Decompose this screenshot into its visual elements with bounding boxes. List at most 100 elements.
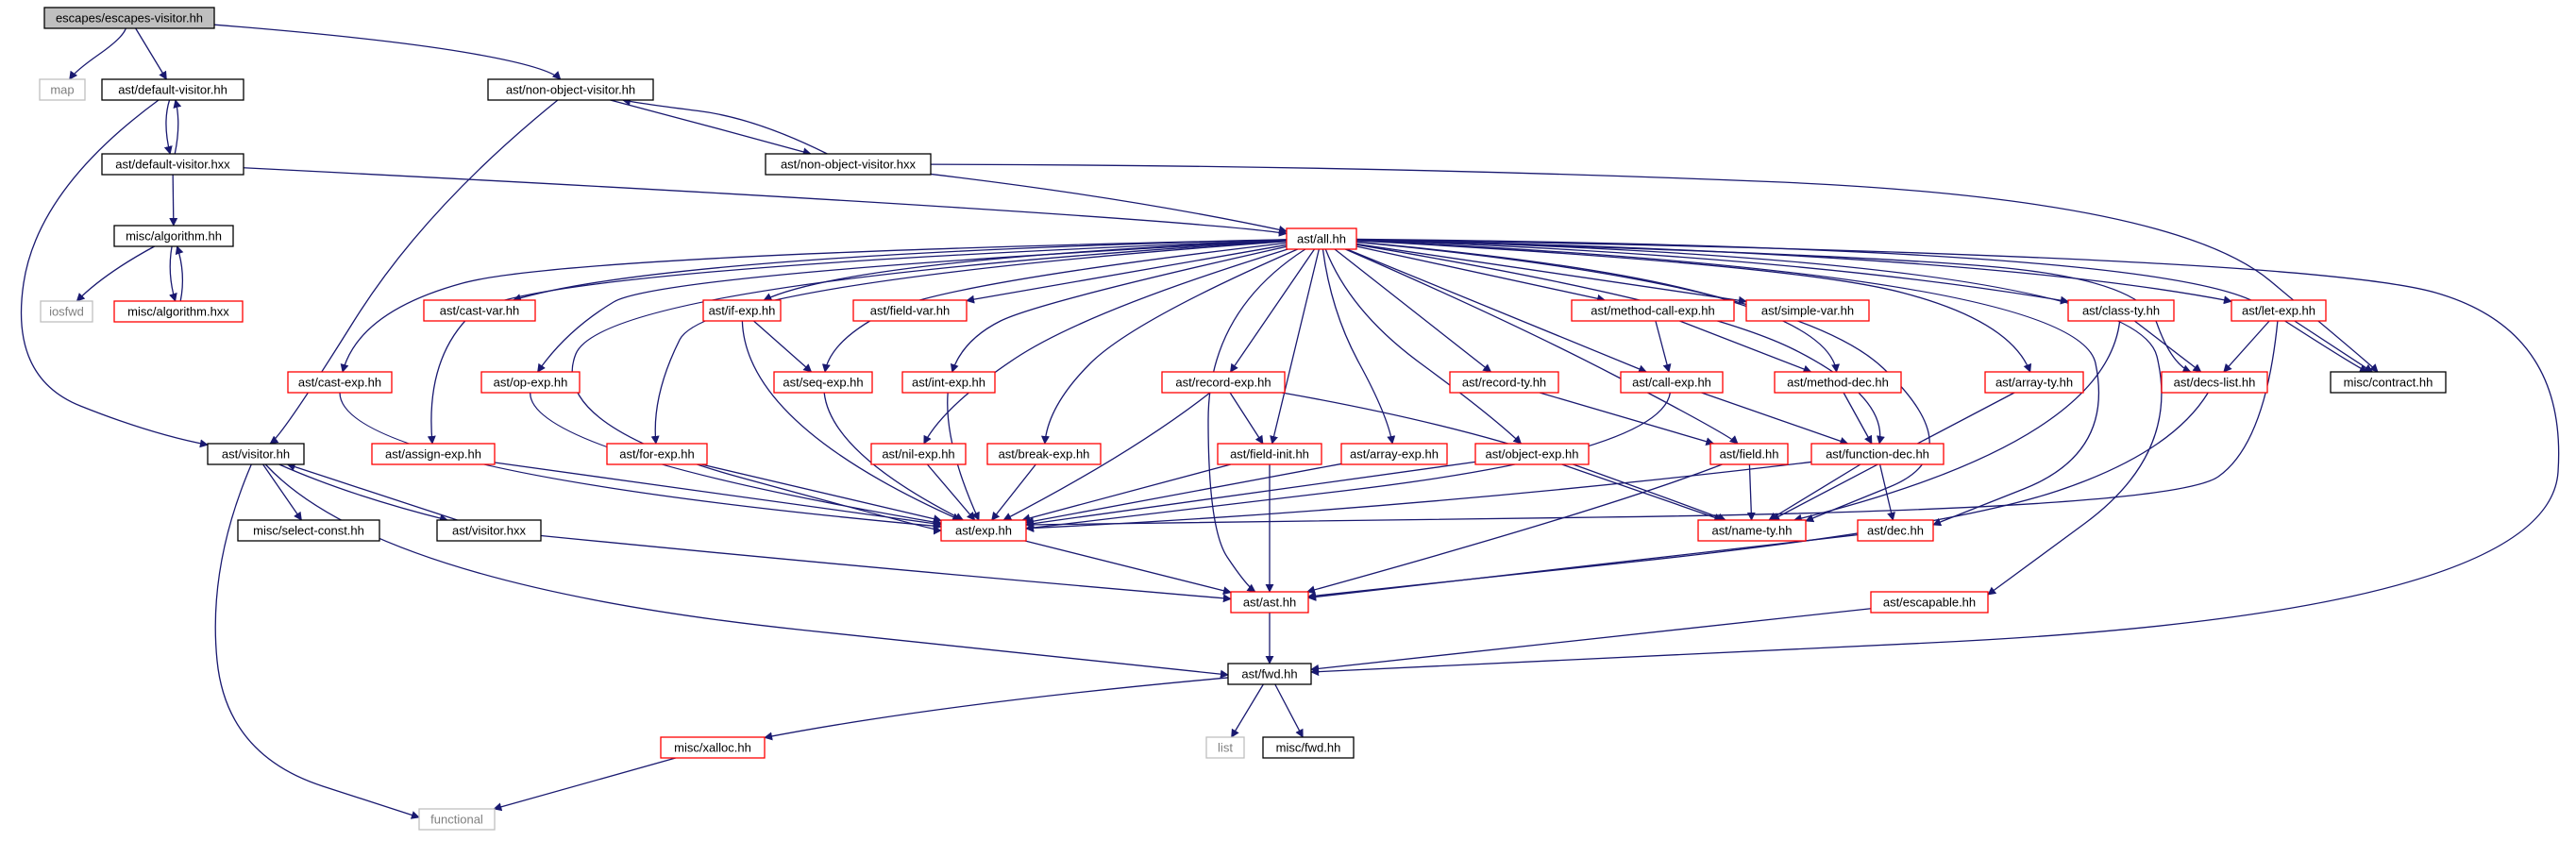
dependency-edge: [1310, 238, 2560, 677]
node-label: misc/algorithm.hh: [126, 229, 222, 244]
graph-node-op-exp[interactable]: ast/op-exp.hh: [480, 371, 581, 394]
node-label: ast/for-exp.hh: [619, 447, 695, 462]
node-box: [2067, 299, 2175, 322]
graph-node-function-dec[interactable]: ast/function-dec.hh: [1810, 443, 1945, 465]
node-label: ast/name-ty.hh: [1711, 524, 1792, 538]
graph-node-algorithm-hxx[interactable]: misc/algorithm.hxx: [113, 300, 244, 323]
graph-node-default-visitor-hh[interactable]: ast/default-visitor.hh: [101, 78, 244, 101]
graph-node-object-exp[interactable]: ast/object-exp.hh: [1474, 443, 1590, 465]
graph-node-list: list: [1205, 736, 1245, 759]
graph-node-escapable[interactable]: ast/escapable.hh: [1870, 591, 1989, 614]
dependency-edge: [1207, 248, 1306, 593]
graph-node-contract[interactable]: misc/contract.hh: [2330, 371, 2447, 394]
dependency-edge: [169, 245, 177, 302]
graph-node-visitor-hxx[interactable]: ast/visitor.hxx: [436, 519, 542, 542]
node-box: [371, 443, 496, 465]
dependency-edge: [135, 27, 167, 80]
graph-node-name-ty[interactable]: ast/name-ty.hh: [1697, 519, 1807, 542]
graph-node-algorithm-hh[interactable]: misc/algorithm.hh: [113, 225, 234, 247]
graph-node-array-ty[interactable]: ast/array-ty.hh: [1984, 371, 2084, 394]
graph-node-break-exp[interactable]: ast/break-exp.hh: [986, 443, 1102, 465]
graph-node-functional: functional: [418, 808, 496, 831]
graph-node-field-init[interactable]: ast/field-init.hh: [1217, 443, 1322, 465]
node-box: [436, 519, 542, 542]
graph-node-record-exp[interactable]: ast/record-exp.hh: [1161, 371, 1286, 394]
dependency-edge: [1355, 239, 2163, 596]
graph-node-dec[interactable]: ast/dec.hh: [1857, 519, 1934, 542]
node-label: ast/cast-var.hh: [440, 304, 520, 318]
dependency-edge: [1229, 248, 1316, 373]
dependency-edge: [1231, 683, 1264, 738]
dependency-edge: [1025, 461, 1812, 532]
node-label: ast/visitor.hxx: [452, 524, 527, 538]
dependency-edge: [1793, 320, 2121, 523]
graph-node-fwd[interactable]: ast/fwd.hh: [1227, 663, 1312, 685]
graph-node-nil-exp[interactable]: ast/nil-exp.hh: [870, 443, 967, 465]
graph-node-visitor-hh[interactable]: ast/visitor.hh: [207, 443, 305, 465]
graph-node-ast[interactable]: ast/ast.hh: [1230, 591, 1309, 614]
dependency-edge: [966, 244, 1288, 304]
dependency-edge: [1229, 392, 1264, 445]
graph-node-method-call[interactable]: ast/method-call-exp.hh: [1571, 299, 1735, 322]
graph-node-field-var[interactable]: ast/field-var.hh: [852, 299, 968, 322]
graph-node-assign-exp[interactable]: ast/assign-exp.hh: [371, 443, 496, 465]
dependency-edge: [1021, 463, 1232, 523]
graph-node-field[interactable]: ast/field.hh: [1709, 443, 1789, 465]
node-label: ast/class-ty.hh: [2082, 304, 2160, 318]
graph-node-nonobj-hxx[interactable]: ast/non-object-visitor.hxx: [765, 153, 932, 176]
node-box: [487, 78, 654, 101]
node-box: [702, 299, 782, 322]
graph-node-exp[interactable]: ast/exp.hh: [940, 519, 1027, 542]
graph-node-nonobj-hh[interactable]: ast/non-object-visitor.hh: [487, 78, 654, 101]
graph-node-misc-fwd[interactable]: misc/fwd.hh: [1262, 736, 1355, 759]
dependency-edge: [1334, 248, 1492, 373]
dependency-edge: [213, 24, 562, 80]
node-label: ast/cast-exp.hh: [298, 376, 381, 390]
node-box: [237, 519, 380, 542]
graph-node-select-const[interactable]: misc/select-const.hh: [237, 519, 380, 542]
graph-node-if-exp[interactable]: ast/if-exp.hh: [702, 299, 782, 322]
node-box: [1474, 443, 1590, 465]
graph-node-class-ty[interactable]: ast/class-ty.hh: [2067, 299, 2175, 322]
node-box: [986, 443, 1102, 465]
graph-node-root[interactable]: escapes/escapes-visitor.hh: [43, 7, 215, 29]
graph-node-cast-exp[interactable]: ast/cast-exp.hh: [287, 371, 393, 394]
node-box: [1340, 443, 1448, 465]
graph-node-simple-var[interactable]: ast/simple-var.hh: [1745, 299, 1870, 322]
node-box: [101, 78, 244, 101]
graph-node-record-ty[interactable]: ast/record-ty.hh: [1449, 371, 1559, 394]
node-box: [1205, 736, 1245, 759]
dependency-edge: [1025, 320, 2279, 530]
node-label: misc/algorithm.hxx: [127, 305, 229, 319]
dependency-edge: [163, 99, 173, 155]
node-label: ast/record-exp.hh: [1175, 376, 1271, 390]
node-label: ast/op-exp.hh: [494, 376, 568, 390]
node-label: misc/xalloc.hh: [674, 741, 751, 755]
dependency-edge: [1355, 239, 2232, 305]
dependency-edge: [427, 239, 1288, 445]
node-label: misc/contract.hh: [2344, 376, 2433, 390]
graph-node-call-exp[interactable]: ast/call-exp.hh: [1620, 371, 1724, 394]
graph-node-all[interactable]: ast/all.hh: [1286, 227, 1357, 250]
graph-node-decs-list[interactable]: ast/decs-list.hh: [2161, 371, 2268, 394]
dependency-edge: [1746, 463, 1756, 521]
dependency-edge: [1002, 392, 1211, 521]
graph-node-cast-var[interactable]: ast/cast-var.hh: [423, 299, 536, 322]
graph-node-for-exp[interactable]: ast/for-exp.hh: [606, 443, 708, 465]
graph-node-let-exp[interactable]: ast/let-exp.hh: [2231, 299, 2327, 322]
graph-node-array-exp[interactable]: ast/array-exp.hh: [1340, 443, 1448, 465]
graph-node-seq-exp[interactable]: ast/seq-exp.hh: [773, 371, 873, 394]
node-label: ast/seq-exp.hh: [783, 376, 863, 390]
graph-node-method-dec[interactable]: ast/method-dec.hh: [1774, 371, 1902, 394]
graph-node-xalloc[interactable]: misc/xalloc.hh: [660, 736, 766, 759]
dependency-edge: [1322, 248, 1396, 445]
node-box: [606, 443, 708, 465]
graph-node-default-visitor-hxx[interactable]: ast/default-visitor.hxx: [101, 153, 244, 176]
node-label: functional: [430, 813, 483, 827]
graph-node-int-exp[interactable]: ast/int-exp.hh: [901, 371, 996, 394]
node-box: [1227, 663, 1312, 685]
node-label: ast/method-call-exp.hh: [1591, 304, 1715, 318]
node-label: escapes/escapes-visitor.hh: [56, 11, 203, 25]
dependency-edge: [2223, 320, 2270, 373]
